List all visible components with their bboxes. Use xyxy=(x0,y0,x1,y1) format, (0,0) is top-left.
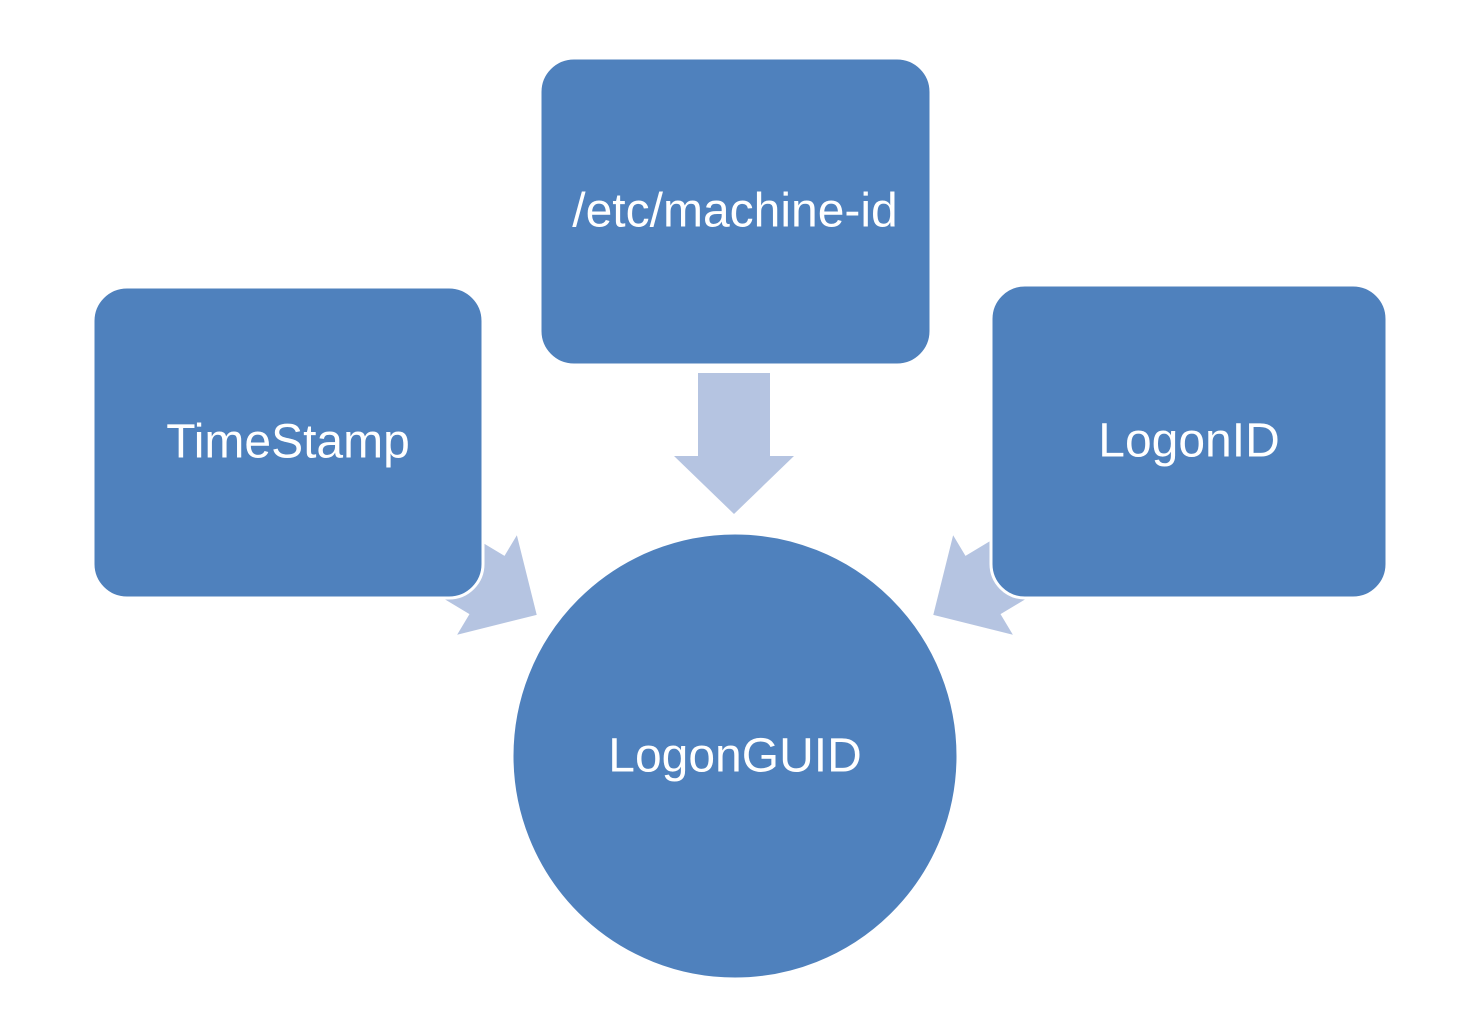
node-layer xyxy=(91,56,1389,981)
node-machine-id-label: /etc/machine-id xyxy=(572,185,897,238)
node-logon-guid xyxy=(510,531,960,981)
node-machine-id xyxy=(538,56,933,367)
node-logon-guid-label: LogonGUID xyxy=(608,730,861,783)
label-layer: TimeStamp /etc/machine-id LogonID LogonG… xyxy=(166,185,1280,783)
node-timestamp xyxy=(91,285,485,600)
node-timestamp-label: TimeStamp xyxy=(166,416,410,469)
node-logon-id-label: LogonID xyxy=(1098,415,1279,468)
arrow-machine-id-to-logon-guid xyxy=(674,373,794,514)
node-logon-id xyxy=(989,283,1389,600)
